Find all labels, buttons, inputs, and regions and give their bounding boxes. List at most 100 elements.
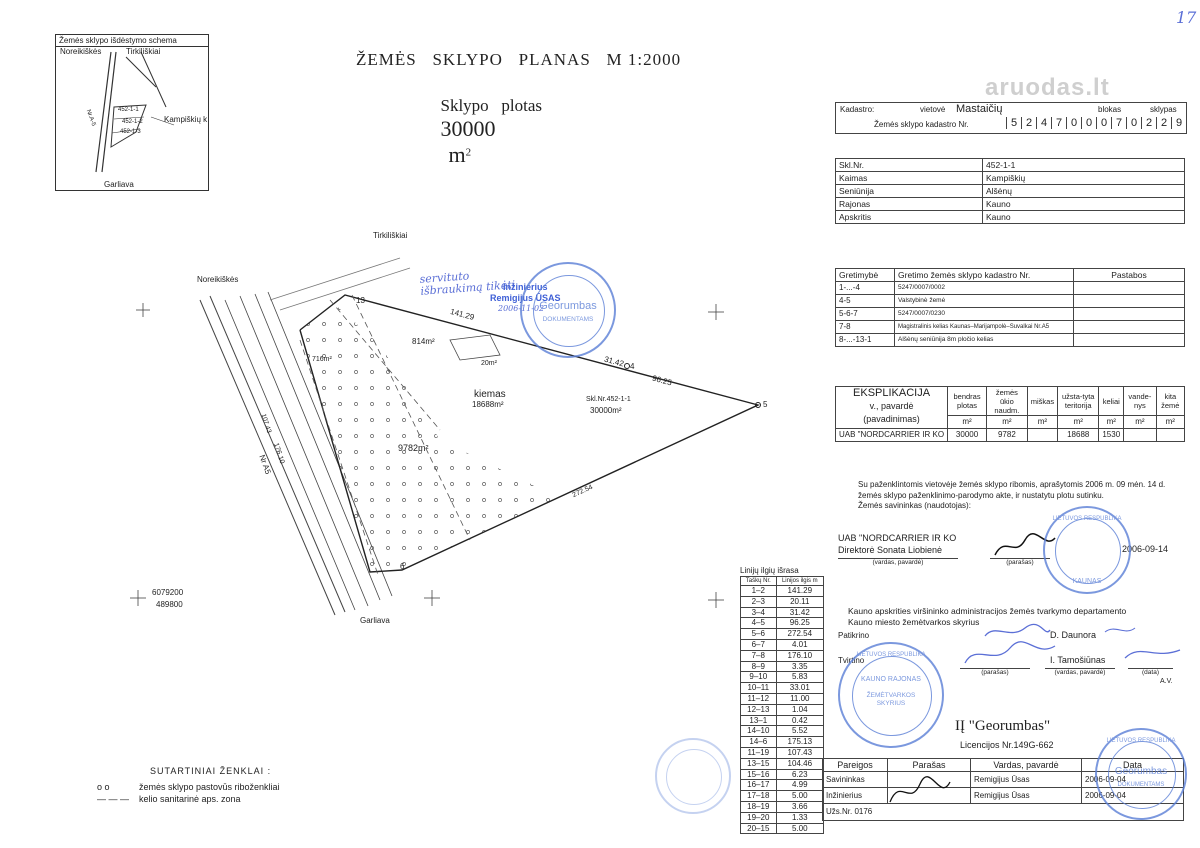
cadastre-digit: 0 xyxy=(1096,117,1111,129)
neighbours-range: 1-...-4 xyxy=(835,281,895,295)
map-pt-4: 4 xyxy=(630,362,635,371)
explication-owner: UAB "NORDCARRIER IR KO xyxy=(834,428,949,442)
owner-director: Direktorė Sonata Liobienė xyxy=(838,545,943,555)
sklypas-label: sklypas xyxy=(1150,105,1177,114)
legend-symbol: o o xyxy=(97,782,110,792)
neighbours-header: Pastabos xyxy=(1073,268,1185,282)
explication-col: vande-nys xyxy=(1123,386,1157,416)
map-pt-13: 13 xyxy=(356,296,365,305)
plot-boundary xyxy=(299,294,761,573)
plan-title: ŽEMĖS SKLYPO PLANAS M 1:2000 xyxy=(356,50,682,69)
cadastre-digit: 2 xyxy=(1021,117,1036,129)
sig-header: Parašas xyxy=(887,758,971,772)
lengths-points: 20–15 xyxy=(740,822,777,835)
patikrino-label: Patikrino xyxy=(838,631,870,640)
plot-area-sup: 2 xyxy=(465,146,472,159)
neighbours-range: 7-8 xyxy=(835,320,895,334)
plot-info-value: Alšėnų xyxy=(982,184,1185,198)
scheme-label-garliava: Garliava xyxy=(104,180,134,189)
map-label-garliava: Garliava xyxy=(360,616,390,625)
cadastre-digit: 0 xyxy=(1081,117,1096,129)
explication-unit: m² xyxy=(947,415,988,429)
legend-symbol: — — — xyxy=(97,794,130,804)
explication-unit: m² xyxy=(1123,415,1157,429)
sig-role: Inžinierius xyxy=(822,787,888,804)
scheme-sketch xyxy=(95,51,175,173)
lengths-value: 5.00 xyxy=(775,790,825,802)
map-area-814: 814m² xyxy=(412,337,435,346)
sig-role: Savininkas xyxy=(822,771,888,788)
map-coord-y: 6079200 xyxy=(152,588,184,597)
map-label-noreikiskes: Noreikiškės xyxy=(197,275,239,284)
explication-unit: m² xyxy=(1098,415,1125,429)
agreement-line: Žemės savininkas (naudotojas): xyxy=(858,501,971,510)
plot-map xyxy=(130,257,761,616)
explication-unit: m² xyxy=(1026,415,1059,429)
plot-area-title: Sklypo plotas 30000 m2 xyxy=(432,76,543,168)
stamp-text: Georumbas xyxy=(1114,766,1168,777)
plot-info-label: Apskritis xyxy=(835,210,983,224)
lengths-header: Linijos ilgis m xyxy=(775,576,825,586)
dept-signatures xyxy=(964,623,1181,664)
stamp-text: LIETUVOS RESPUBLIKA xyxy=(1106,738,1176,744)
explication-col: žemės ūkio naudm. xyxy=(986,386,1028,416)
lengths-points: 16–17 xyxy=(740,779,777,792)
lr-stamp-owner: LIETUVOS RESPUBLIKA KAUNAS xyxy=(1043,506,1131,594)
explication-unit: m² xyxy=(986,415,1028,429)
table-row: Taškų Nr. Linijos ilgis m xyxy=(740,576,825,586)
scheme-label-plot3: 452-1-3 xyxy=(120,129,141,135)
table-row: Užs.Nr. 0176 xyxy=(822,803,1184,821)
explication-unit: m² xyxy=(1155,415,1186,429)
cadastre-digit: 4 xyxy=(1036,117,1051,129)
plot-info-label: Rajonas xyxy=(835,197,983,211)
explication-table: EKSPLIKACIJA v., pavardė (pavadinimas) b… xyxy=(834,386,1186,442)
lengths-value: 1.33 xyxy=(775,811,825,824)
map-kiemas: kiemas xyxy=(474,389,506,400)
vietove-value: Mastaičių xyxy=(956,103,1003,115)
page-number: 17 xyxy=(1176,8,1197,27)
owner-caption-sign: (parašas) xyxy=(990,558,1050,566)
dept-caption-sign: (parašas) xyxy=(960,668,1030,676)
department-line1: Kauno apskrities viršininko administraci… xyxy=(848,606,1127,616)
table-row: m² m² m² m² m² m² m² xyxy=(836,415,1186,429)
neighbours-value: 5247/0007/0230 xyxy=(894,307,1074,321)
neighbours-value: Alšėnų seniūnija 8m pločio kelias xyxy=(894,333,1074,347)
georumbas-stamp-map: Georumbas DOKUMENTAMS xyxy=(520,262,616,358)
scheme-label-kampiskiu: Kampiškių k xyxy=(164,115,208,124)
owner-caption-name: (vardas, pavardė) xyxy=(838,558,958,566)
neighbours-range: 4-5 xyxy=(835,294,895,308)
cadastre-digits: 5 2 4 7 0 0 0 7 0 2 2 9 xyxy=(1006,117,1186,129)
owner-block: UAB "NORDCARRIER IR KO Direktorė Sonata … xyxy=(838,532,956,556)
explication-value xyxy=(1026,428,1059,442)
legend-item: — — — kelio sanitarinė aps. zona xyxy=(97,793,280,805)
lengths-title: Linijų ilgių išrasa xyxy=(740,566,799,575)
explication-value: 1530 xyxy=(1098,428,1125,442)
neighbours-value: Valstybinė žemė xyxy=(894,294,1074,308)
scheme-label-plot2: 452-1-2 xyxy=(122,119,143,125)
stamp-text: LIETUVOS RESPUBLIKA xyxy=(856,652,926,658)
legend-label: kelio sanitarinė aps. zona xyxy=(139,794,241,804)
explication-value: 30000 xyxy=(947,428,988,442)
agreement-text: Su paženklintomis vietovėje žemės sklypo… xyxy=(858,480,1165,512)
plot-info-value: Kauno xyxy=(982,210,1185,224)
cadastre-digit: 9 xyxy=(1171,117,1186,129)
owner-company: UAB "NORDCARRIER IR KO xyxy=(838,533,957,543)
plot-area-unit: m xyxy=(448,142,466,167)
kadastro-label: Kadastro: xyxy=(840,105,875,114)
stamp-text: ŽEMĖTVARKOS SKYRIUS xyxy=(866,692,916,707)
explication-title-cell: EKSPLIKACIJA v., pavardė (pavadinimas) xyxy=(834,386,949,429)
cadastre-header: Kadastro: vietovė Mastaičių blokas sklyp… xyxy=(835,102,1187,134)
watermark: aruodas.lt xyxy=(985,74,1110,101)
lengths-value: 6.23 xyxy=(775,768,825,781)
